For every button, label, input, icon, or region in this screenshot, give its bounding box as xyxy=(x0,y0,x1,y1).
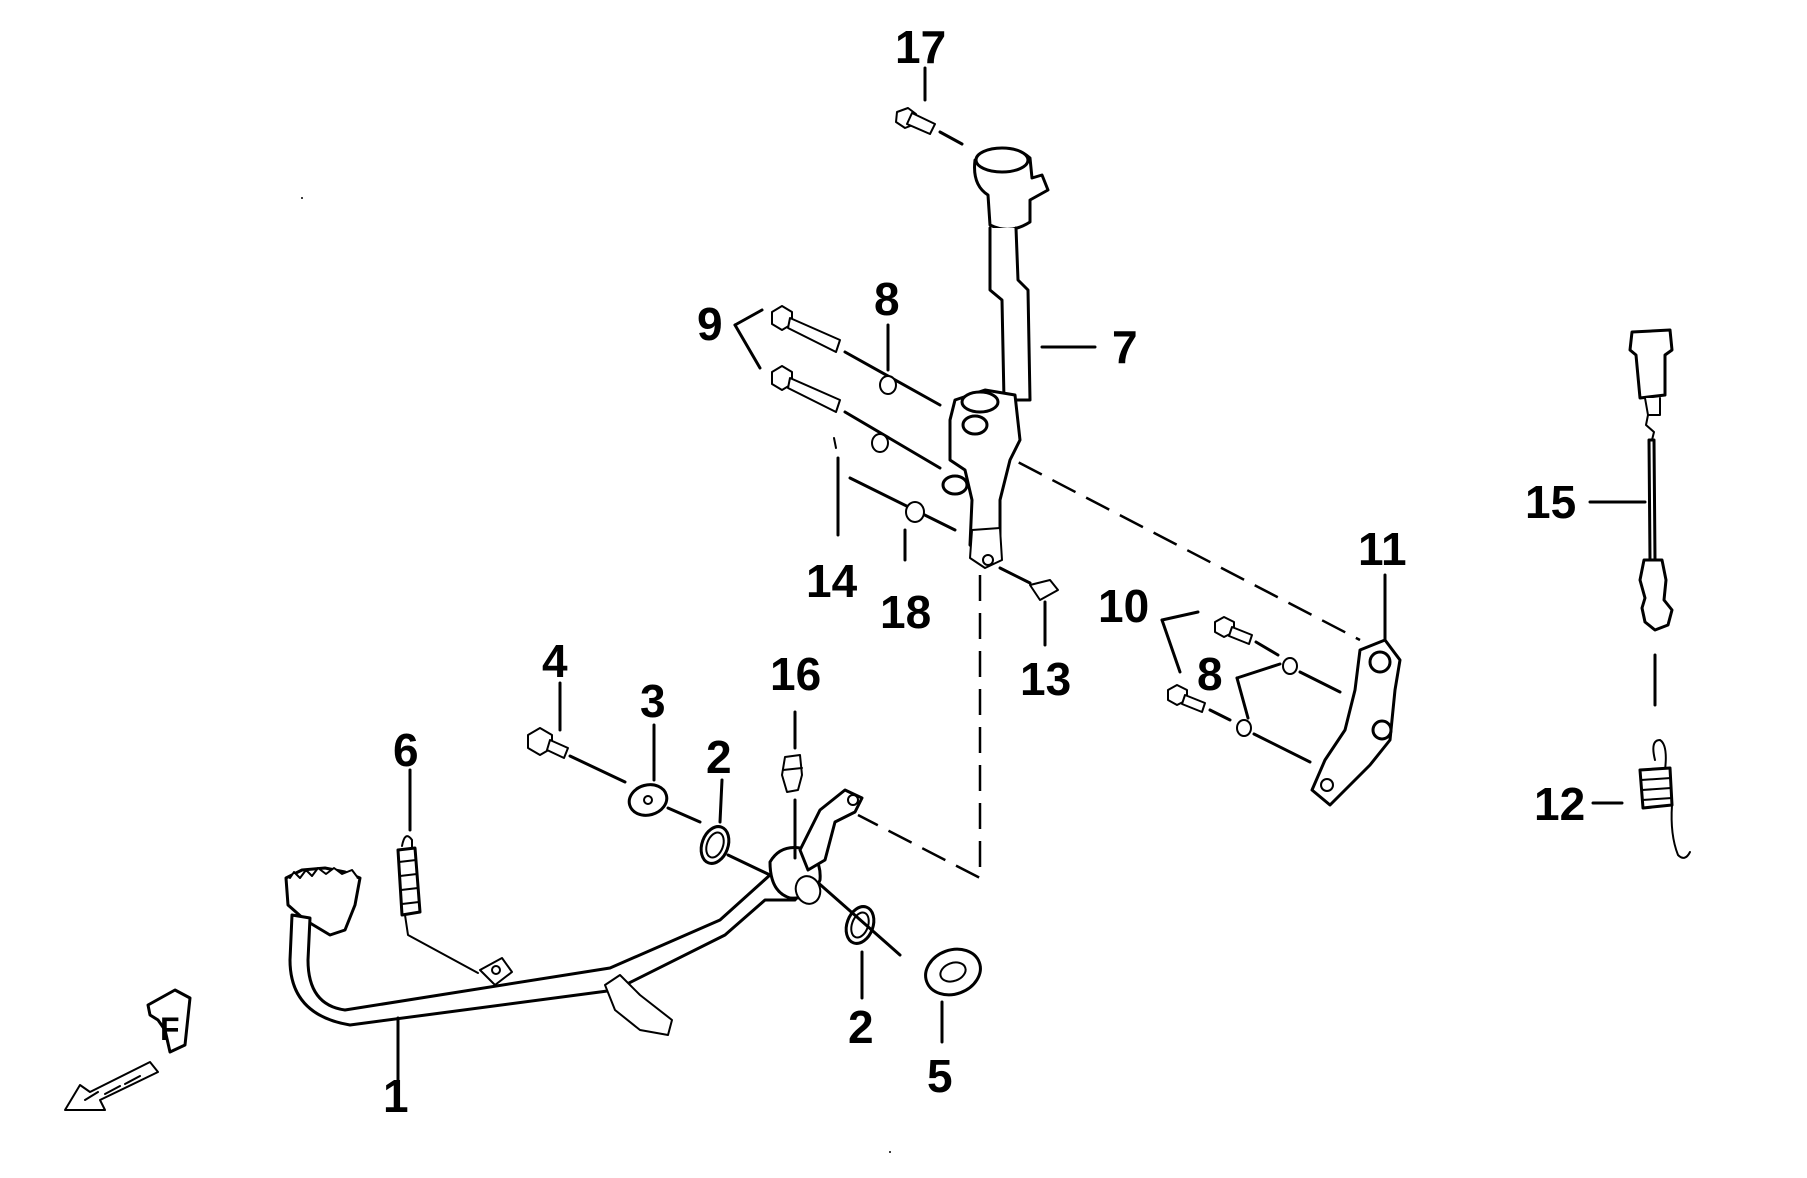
callout-5: 5 xyxy=(927,1050,953,1102)
part-13-clevis-pin xyxy=(998,566,1059,601)
part-3-washer xyxy=(627,783,702,824)
callout-4: 4 xyxy=(542,635,568,687)
direction-label: F xyxy=(160,1011,180,1047)
speck xyxy=(889,1151,891,1153)
callout-15: 15 xyxy=(1525,476,1576,528)
callout-leaders xyxy=(396,66,1647,1084)
part-9-bolts xyxy=(771,305,942,470)
part-5-dust-seal xyxy=(813,878,982,997)
callout-numbers: 17 7 9 8 14 18 13 11 10 8 15 12 4 3 16 2… xyxy=(383,21,1585,1122)
part-8-washers-upper xyxy=(871,375,897,453)
callout-2-lower: 2 xyxy=(848,1001,874,1053)
callout-13: 13 xyxy=(1020,653,1071,705)
callout-6: 6 xyxy=(393,724,419,776)
part-18-washer xyxy=(905,501,925,523)
part-4-pivot-bolt xyxy=(527,727,627,784)
callout-1: 1 xyxy=(383,1070,409,1122)
part-12-spring xyxy=(1638,739,1691,859)
callout-3: 3 xyxy=(640,675,666,727)
part-11-mounting-bracket xyxy=(1310,638,1402,807)
callout-7: 7 xyxy=(1112,321,1138,373)
part-10-bolts xyxy=(1167,616,1280,722)
callout-16: 16 xyxy=(770,648,821,700)
callout-17: 17 xyxy=(895,21,946,73)
part-15-brake-switch xyxy=(1628,328,1674,707)
part-16-grease-nipple xyxy=(781,754,803,793)
callout-14: 14 xyxy=(806,555,858,607)
callout-9: 9 xyxy=(697,298,723,350)
part-7-master-cylinder xyxy=(941,146,1050,569)
callout-18: 18 xyxy=(880,586,931,638)
callout-8-lower: 8 xyxy=(1197,648,1223,700)
front-direction-marker: F xyxy=(64,988,192,1111)
callout-11: 11 xyxy=(1358,523,1407,575)
callout-8-upper: 8 xyxy=(874,273,900,325)
part-2-o-rings xyxy=(699,825,876,945)
speck xyxy=(301,197,303,199)
part-8-washers-lower xyxy=(1236,657,1342,764)
part-1-brake-pedal xyxy=(284,788,864,1036)
part-6-spring xyxy=(396,835,479,974)
callout-10: 10 xyxy=(1098,580,1149,632)
callout-12: 12 xyxy=(1534,778,1585,830)
part-14-pin xyxy=(833,437,957,532)
callout-2-upper: 2 xyxy=(706,731,732,783)
assembly-guide-lines xyxy=(857,443,1361,881)
part-17-bolt xyxy=(895,107,964,146)
